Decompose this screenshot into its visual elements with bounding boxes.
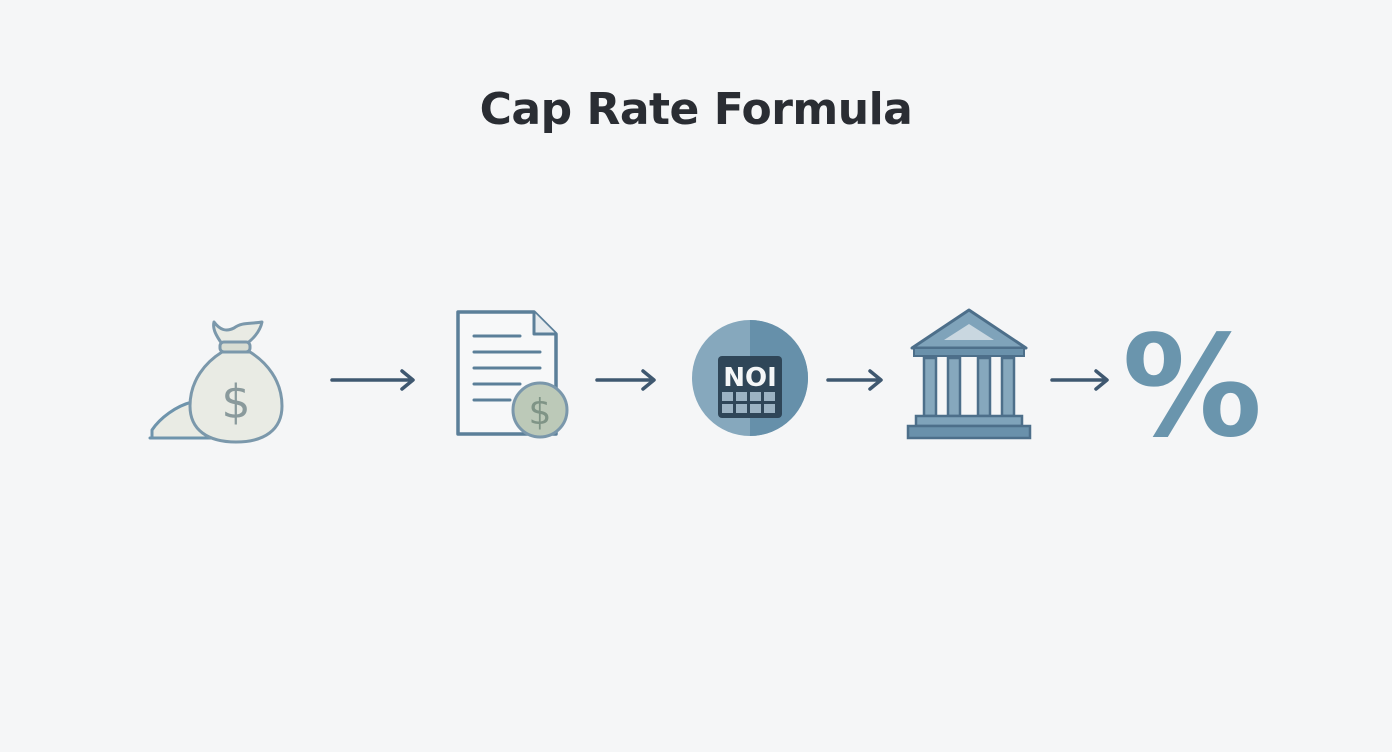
percent-icon: % xyxy=(1122,306,1263,469)
arrow-right-icon xyxy=(330,369,415,391)
coin-dollar-sign: $ xyxy=(529,392,552,433)
arrow-right-icon xyxy=(595,369,656,391)
arrow-right-icon xyxy=(1050,369,1109,391)
noi-label: NOI xyxy=(723,363,777,393)
diagram-title: Cap Rate Formula xyxy=(479,84,913,135)
noi-calculator-icon: NOI xyxy=(692,320,808,436)
arrow-right-icon xyxy=(826,369,883,391)
document-dollar-icon: $ xyxy=(456,310,569,439)
bank-building-icon xyxy=(906,308,1032,440)
dollar-sign: $ xyxy=(221,375,250,429)
money-bag-icon: $ xyxy=(148,320,284,444)
